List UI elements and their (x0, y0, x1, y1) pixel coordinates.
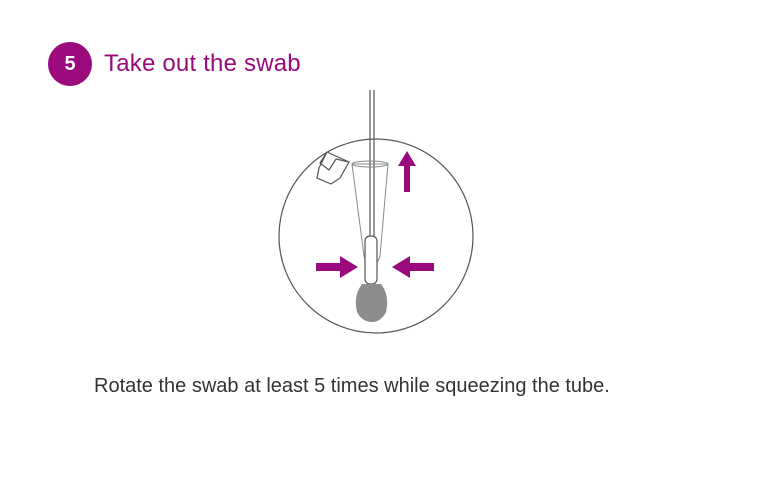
step-title: Take out the swab (104, 50, 301, 77)
tube-rim (351, 160, 389, 168)
instruction-text: Rotate the swab at least 5 times while s… (94, 375, 610, 397)
swab-shaft (364, 235, 378, 285)
squeeze-right-arrow-icon (316, 256, 358, 278)
squeeze-left-arrow-icon (392, 256, 434, 278)
tube-cap-icon (316, 151, 350, 185)
step-number-badge: 5 (48, 42, 92, 86)
swab-tip (355, 284, 388, 322)
pull-up-arrow-icon (398, 151, 416, 192)
step-header: 5 Take out the swab (48, 42, 301, 86)
detail-circle (278, 138, 474, 334)
